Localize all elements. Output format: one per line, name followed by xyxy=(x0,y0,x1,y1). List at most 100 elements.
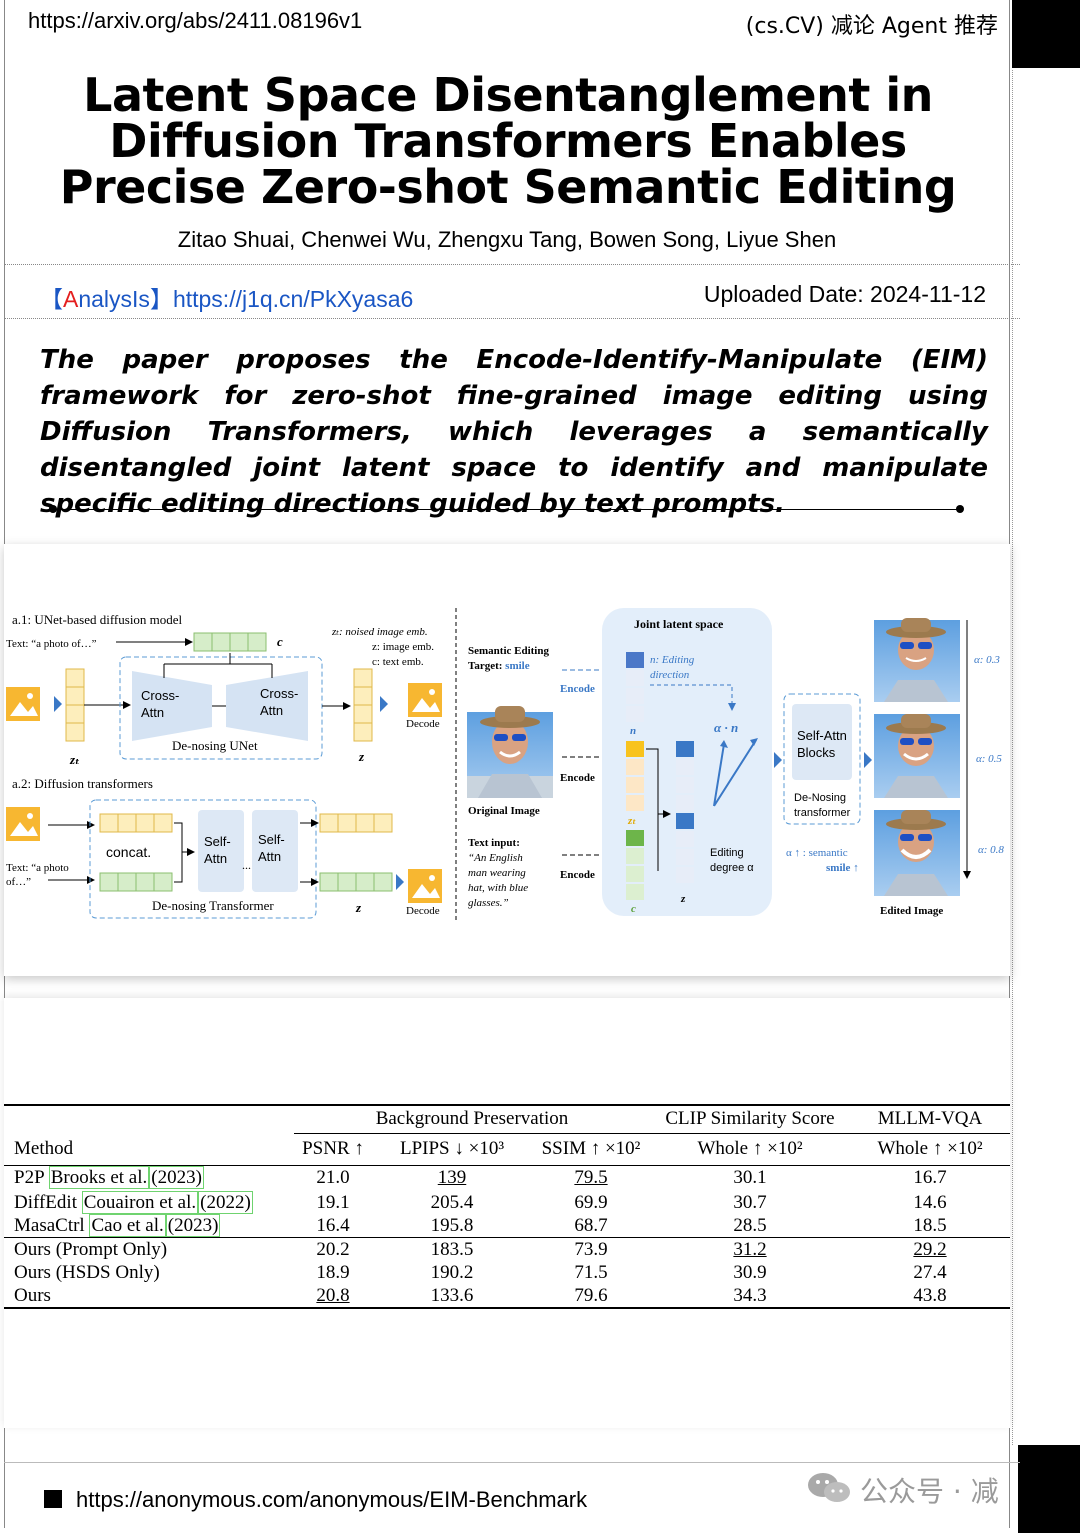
citation-link[interactable]: Couairon et al. xyxy=(81,1190,199,1214)
right-dotted-divider xyxy=(1012,70,1013,1445)
z-joint-label: z xyxy=(680,893,686,905)
output-image-icon-a1 xyxy=(408,683,442,717)
cell-clip: 30.9 xyxy=(733,1261,767,1283)
table-row: P2P Brooks et al.(2023) 21.0 139 79.5 30… xyxy=(4,1165,1010,1191)
a1-c-label: c xyxy=(277,634,283,649)
semantic-editing-label: Semantic Editing xyxy=(468,645,549,657)
cell-clip: 31.2 xyxy=(733,1238,767,1260)
a1-output-arrow xyxy=(380,696,388,712)
zt-tokens-joint xyxy=(626,741,644,811)
benchmark-link[interactable]: https://anonymous.com/anonymous/EIM-Benc… xyxy=(76,1487,588,1512)
a2-image-tokens xyxy=(99,813,173,833)
table-row: Ours 20.8 133.6 79.6 34.3 43.8 xyxy=(4,1284,1010,1308)
table-header-row: Method PSNR ↑ LPIPS ↓ ×10³ SSIM ↑ ×10² W… xyxy=(4,1133,1010,1165)
cell-ssim: 79.6 xyxy=(574,1284,608,1306)
table-card xyxy=(4,998,1010,1428)
vector-heads xyxy=(720,738,758,748)
c-feed-lines xyxy=(163,653,273,678)
edited-image-2 xyxy=(874,714,960,798)
citation-link[interactable]: Cao et al. xyxy=(89,1213,166,1237)
edited-image-3 xyxy=(874,810,960,896)
cell-lpips: 205.4 xyxy=(430,1191,474,1213)
smile-up-label: smile ↑ xyxy=(826,862,859,874)
alpha-value-1: α: 0.3 xyxy=(974,654,1000,666)
cell-ssim: 69.9 xyxy=(574,1191,608,1213)
col-psnr: PSNR ↑ xyxy=(302,1138,364,1159)
target-label: Target: smile xyxy=(468,660,530,672)
self-attn-label-2: Self-Attn xyxy=(258,832,285,864)
a1-zt-tokens xyxy=(65,668,85,742)
col-vqa: Whole ↑ ×10² xyxy=(877,1138,983,1159)
text-input-label: Text input: xyxy=(468,837,520,849)
citation-year[interactable]: (2023) xyxy=(165,1213,221,1237)
table-row: Ours (Prompt Only) 20.2 183.5 73.9 31.2 … xyxy=(4,1238,1010,1262)
uploaded-date: Uploaded Date: 2024-11-12 xyxy=(703,281,986,307)
input-image-icon-a1 xyxy=(6,687,40,721)
concat-bracket xyxy=(174,822,194,883)
a1-input-arrow xyxy=(54,696,62,712)
alpha-up-label: α ↑ : semantic xyxy=(786,847,848,859)
row-method: Ours (Prompt Only) xyxy=(14,1238,168,1260)
a2-text-tokens xyxy=(99,872,173,892)
summary-rule xyxy=(52,509,962,510)
a1-decode: Decode xyxy=(406,718,440,730)
cell-lpips: 133.6 xyxy=(430,1284,474,1306)
table-row: DiffEdit Couairon et al.(2022) 19.1 205.… xyxy=(4,1190,1010,1214)
paper-summary: The paper proposes the Encode-Identify-M… xyxy=(40,345,988,519)
results-table: Background Preservation CLIP Similarity … xyxy=(4,1104,1010,1309)
col-method: Method xyxy=(14,1137,74,1159)
divider-top xyxy=(4,264,1020,265)
group-header-clip: CLIP Similarity Score xyxy=(650,1105,850,1134)
cell-vqa: 16.7 xyxy=(913,1167,947,1189)
group-header-bg: Background Preservation xyxy=(294,1105,650,1134)
citation-year[interactable]: (2022) xyxy=(198,1190,253,1214)
rule-dot-right xyxy=(956,505,964,513)
cell-vqa: 14.6 xyxy=(913,1191,947,1213)
row-method: MasaCtrl Cao et al.(2023) xyxy=(14,1213,221,1237)
legend-zt: zₜ: noised image emb. xyxy=(331,626,428,638)
denoising-transformer-label: De-nosing Transformer xyxy=(152,898,274,913)
cell-ssim: 68.7 xyxy=(574,1214,608,1236)
cell-ssim: 79.5 xyxy=(574,1167,608,1189)
a2-output-arrow xyxy=(396,874,404,890)
cell-psnr: 20.8 xyxy=(316,1284,350,1306)
citation-link[interactable]: Brooks et al. xyxy=(48,1166,150,1190)
legend-z: z: image emb. xyxy=(372,641,434,653)
cell-lpips: 195.8 xyxy=(430,1214,474,1236)
footer-divider xyxy=(4,1462,1020,1463)
unet-encoder-shape xyxy=(132,671,212,741)
framework-figure: a.1: UNet-based diffusion model Text: “a… xyxy=(6,608,1004,920)
arxiv-url[interactable]: https://arxiv.org/abs/2411.08196v1 xyxy=(28,8,363,33)
col-lpips: LPIPS ↓ ×10³ xyxy=(399,1138,505,1159)
c-joint-label: c xyxy=(631,903,636,915)
table-group-header-row: Background Preservation CLIP Similarity … xyxy=(4,1105,1010,1134)
corner-block-bottom xyxy=(1018,1445,1080,1533)
analysis-bracket-close: 】 xyxy=(149,286,173,312)
cell-clip: 30.7 xyxy=(733,1191,767,1213)
self-attn-block-2 xyxy=(252,810,298,892)
alpha-n-label: α · n xyxy=(714,720,738,735)
cell-clip: 30.1 xyxy=(733,1167,767,1189)
a1-zt-label: zₜ xyxy=(69,752,80,767)
a2-decode: Decode xyxy=(406,905,440,917)
table-row: Ours (HSDS Only) 18.9 190.2 71.5 30.9 27… xyxy=(4,1261,1010,1284)
analysis-link[interactable]: https://j1q.cn/PkXyasa6 xyxy=(172,286,414,312)
cell-psnr: 18.9 xyxy=(316,1261,350,1283)
self-attn-dots: ... xyxy=(242,858,251,872)
citation-year[interactable]: (2023) xyxy=(149,1166,204,1190)
a2-out-text-tokens xyxy=(319,872,393,892)
paper-authors: Zitao Shuai, Chenwei Wu, Zhengxu Tang, B… xyxy=(177,227,837,252)
unet-decoder-shape xyxy=(226,671,308,741)
category-label: (cs.CV) 减论 Agent 推荐 xyxy=(745,14,998,39)
cell-ssim: 71.5 xyxy=(574,1261,608,1283)
c-tokens-joint xyxy=(626,830,644,900)
original-image-label: Original Image xyxy=(468,805,540,817)
row-method: DiffEdit Couairon et al.(2022) xyxy=(14,1190,253,1214)
cell-psnr: 21.0 xyxy=(316,1167,350,1189)
editing-vectors xyxy=(713,739,757,807)
zt-joint-label: zₜ xyxy=(627,815,636,827)
n-to-alpha-arrow xyxy=(650,684,736,711)
a2-title: a.2: Diffusion transformers xyxy=(12,776,153,791)
self-attn-label-1: Self-Attn xyxy=(204,834,231,866)
